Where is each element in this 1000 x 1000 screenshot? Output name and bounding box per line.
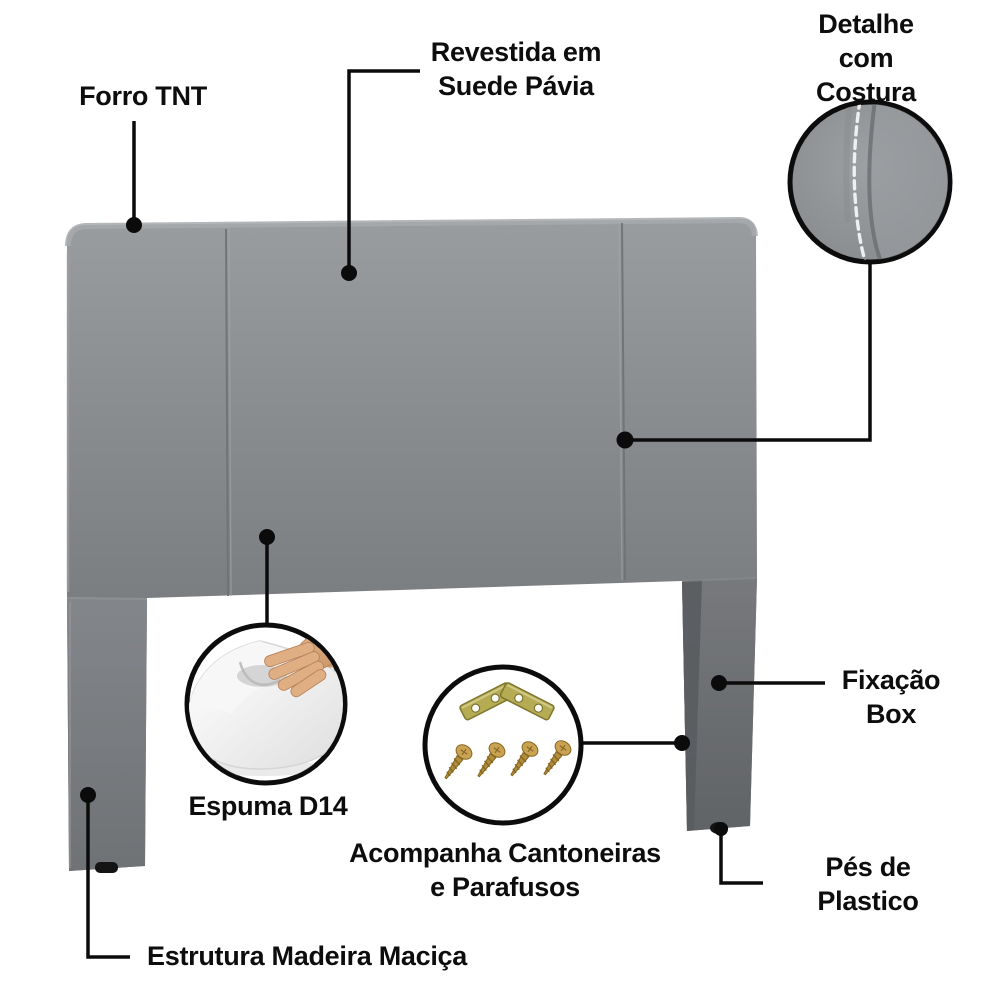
anchor-dot-estrutura — [80, 787, 96, 803]
leather-lighter-side — [870, 104, 948, 260]
foam-crease — [238, 661, 281, 686]
right-leg-junction-seam — [681, 577, 758, 582]
leader-dots — [80, 217, 728, 836]
seam-right-highlight — [618, 222, 623, 581]
label-detalhe-costura: Detalhe com Costura — [816, 9, 916, 107]
label-forro-tnt: Forro TNT — [79, 81, 207, 111]
right-leg-side-face — [682, 580, 702, 831]
label-espuma-d14: Espuma D14 — [188, 791, 348, 821]
leader-detalhe-costura — [625, 262, 872, 442]
anchor-dot-pes — [714, 822, 728, 836]
leader-pes-plastico — [719, 829, 763, 885]
plastic-foot-left — [95, 862, 118, 873]
headboard-top-rim — [65, 216, 758, 247]
leader-revestida — [347, 69, 420, 273]
label-pes-plastico: Pés de Plastico — [817, 852, 919, 916]
label-fixacao-box: Fixação Box — [841, 665, 941, 729]
seam-fold-line — [867, 104, 884, 260]
hardware-detail-circle — [422, 664, 584, 826]
anchor-dot-fixacao — [711, 675, 727, 691]
leader-lines — [86, 69, 872, 959]
anchor-dot-revestida — [341, 265, 357, 281]
seam-left — [225, 228, 229, 597]
label-estrutura-madeira: Estrutura Madeira Maciça — [147, 941, 467, 971]
left-leg — [66, 597, 148, 873]
leader-estrutura — [86, 795, 130, 959]
stitch-detail-circle — [787, 99, 953, 265]
anchor-dot-forro — [126, 217, 142, 233]
anchor-dot-cantoneiras — [674, 735, 690, 751]
seam-left-highlight — [228, 228, 232, 597]
seam-right — [621, 222, 626, 581]
right-leg — [681, 577, 758, 834]
label-cantoneiras-parafusos: Acompanha Cantoneiras e Parafusos — [349, 838, 661, 902]
foam-detail-circle — [184, 622, 348, 786]
corner-bracket-icon — [459, 682, 555, 721]
anchor-dot-costura — [616, 431, 634, 449]
label-revestida-suede: Revestida em Suede Pávia — [430, 37, 602, 101]
left-leg-junction-seam — [66, 597, 148, 600]
anchor-dot-espuma — [259, 529, 275, 545]
stitch-thread-line — [852, 104, 868, 260]
headboard — [65, 216, 758, 872]
headboard-silhouette — [67, 218, 757, 872]
leather-shading — [843, 104, 853, 223]
